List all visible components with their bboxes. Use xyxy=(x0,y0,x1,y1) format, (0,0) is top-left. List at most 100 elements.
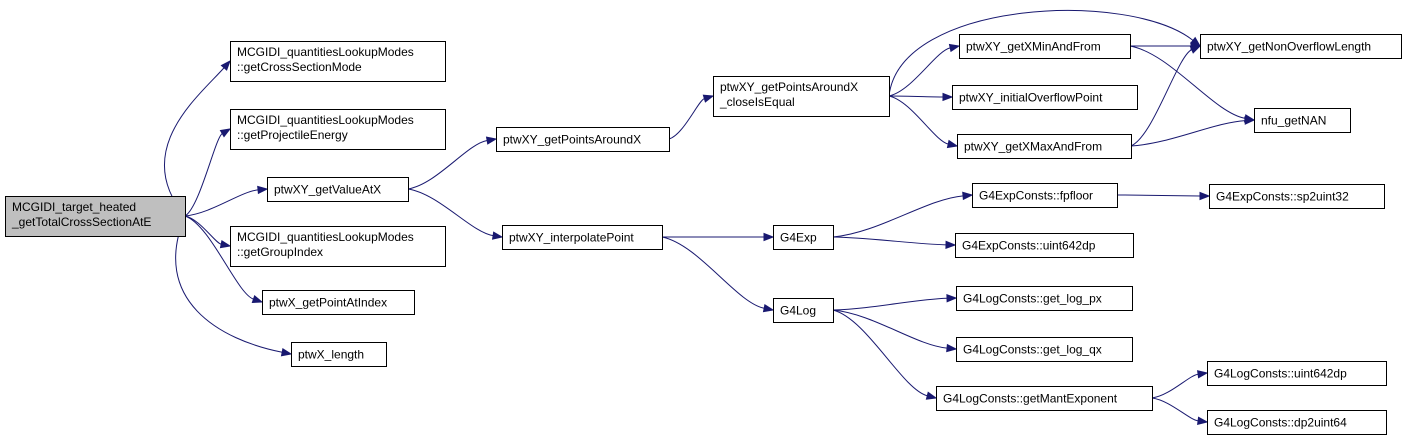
node-box xyxy=(1209,184,1385,209)
node-label: G4LogConsts::dp2uint64 xyxy=(1214,416,1347,430)
arrowhead-icon xyxy=(942,92,954,102)
edge-interpolatepoint-to-g4exp xyxy=(662,232,775,242)
edge-line xyxy=(832,236,947,246)
node-label: G4LogConsts::getMantExponent xyxy=(943,392,1118,406)
node-getnonoverflowlength[interactable]: ptwXY_getNonOverflowLength xyxy=(1200,34,1402,59)
edge-root-to-getprojectileenergy xyxy=(184,128,232,217)
node-getgroupindex[interactable]: MCGIDI_quantitiesLookupModes::getGroupIn… xyxy=(230,226,446,267)
node-label: ptwXY_getNonOverflowLength xyxy=(1207,40,1371,54)
edge-getvalueatx-to-interpolatepoint xyxy=(407,188,504,240)
edge-line xyxy=(163,67,225,217)
edge-line xyxy=(888,47,951,97)
node-label: ptwX_length xyxy=(298,348,364,362)
node-ptwx-length[interactable]: ptwX_length xyxy=(291,342,387,367)
node-box xyxy=(230,41,446,82)
edge-getxmaxandfrom-to-nfu-getnan xyxy=(1130,116,1256,147)
edge-line xyxy=(407,140,488,190)
node-label: G4ExpConsts::uint642dp xyxy=(962,239,1096,253)
arrowhead-icon xyxy=(1197,416,1209,425)
node-getpointsaroundx[interactable]: ptwXY_getPointsAroundX xyxy=(496,127,670,152)
edge-getpointsaroundx-to-closeisequal xyxy=(668,94,715,140)
node-label: _getTotalCrossSectionAtE xyxy=(11,215,151,229)
edge-g4log-to-get-log-px xyxy=(832,294,958,311)
nodes-layer: MCGIDI_target_heated_getTotalCrossSectio… xyxy=(5,34,1402,435)
node-label: G4Exp xyxy=(780,231,817,245)
edge-g4exp-to-exp-uint642dp xyxy=(832,236,957,250)
node-label: MCGIDI_quantitiesLookupModes xyxy=(237,113,414,127)
node-label: MCGIDI_quantitiesLookupModes xyxy=(237,45,414,59)
edge-line xyxy=(661,236,765,309)
node-box xyxy=(773,225,834,250)
node-box xyxy=(230,226,446,267)
node-nfu-getnan[interactable]: nfu_getNAN xyxy=(1254,108,1351,133)
node-getxminandfrom[interactable]: ptwXY_getXMinAndFrom xyxy=(959,34,1131,59)
node-label: ptwXY_interpolatePoint xyxy=(509,231,634,245)
arrowhead-icon xyxy=(220,59,231,71)
edge-line xyxy=(1130,49,1193,147)
edge-closeisequal-to-initialoverflowpoint xyxy=(888,92,954,102)
node-interpolatepoint[interactable]: ptwXY_interpolatePoint xyxy=(502,225,663,250)
arrowhead-icon xyxy=(251,294,264,303)
node-fpfloor[interactable]: G4ExpConsts::fpfloor xyxy=(972,183,1118,208)
node-exp-uint642dp[interactable]: G4ExpConsts::uint642dp xyxy=(955,233,1134,258)
node-label: G4LogConsts::get_log_qx xyxy=(963,343,1102,357)
node-box xyxy=(972,183,1118,208)
node-box xyxy=(952,85,1138,110)
node-label: ::getCrossSectionMode xyxy=(237,60,362,74)
arrowhead-icon xyxy=(219,128,232,138)
arrowhead-icon xyxy=(948,43,961,53)
node-box xyxy=(1207,410,1387,435)
node-label: ptwXY_initialOverflowPoint xyxy=(959,91,1103,105)
edge-root-to-getcrosssectionmode xyxy=(163,59,231,217)
edge-fpfloor-to-sp2uint32 xyxy=(1116,191,1211,201)
node-dp2uint64[interactable]: G4LogConsts::dp2uint64 xyxy=(1207,410,1387,435)
edge-closeisequal-to-getxminandfrom xyxy=(888,43,961,97)
node-getvalueatx[interactable]: ptwXY_getValueAtX xyxy=(267,177,409,202)
edge-line xyxy=(668,98,705,140)
node-get-log-px[interactable]: G4LogConsts::get_log_px xyxy=(956,286,1133,311)
arrowhead-icon xyxy=(1197,370,1209,379)
node-getprojectileenergy[interactable]: MCGIDI_quantitiesLookupModes::getProject… xyxy=(230,109,446,150)
arrowhead-icon xyxy=(219,239,232,249)
edge-line xyxy=(1151,373,1199,399)
node-label: ptwXY_getPointsAroundX xyxy=(720,80,858,94)
node-getcrosssectionmode[interactable]: MCGIDI_quantitiesLookupModes::getCrossSe… xyxy=(230,41,446,82)
node-g4log[interactable]: G4Log xyxy=(773,298,834,323)
node-box xyxy=(496,127,670,152)
edge-g4exp-to-fpfloor xyxy=(832,191,974,238)
node-label: ptwX_getPointAtIndex xyxy=(269,296,387,310)
node-getmantexponent[interactable]: G4LogConsts::getMantExponent xyxy=(936,386,1153,411)
arrowhead-icon xyxy=(1199,191,1211,201)
edge-line xyxy=(1151,397,1199,422)
node-g4exp[interactable]: G4Exp xyxy=(773,225,834,250)
node-sp2uint32[interactable]: G4ExpConsts::sp2uint32 xyxy=(1209,184,1385,209)
node-getpointatindex[interactable]: ptwX_getPointAtIndex xyxy=(262,290,415,315)
edge-root-to-getgroupindex xyxy=(184,215,232,249)
node-label: ::getGroupIndex xyxy=(237,245,323,259)
edge-line xyxy=(1129,45,1246,119)
node-root[interactable]: MCGIDI_target_heated_getTotalCrossSectio… xyxy=(5,196,186,237)
edge-line xyxy=(1116,194,1201,197)
node-label: G4Log xyxy=(780,304,816,318)
arrowhead-icon xyxy=(491,231,504,240)
arrowhead-icon xyxy=(762,303,775,313)
node-label: MCGIDI_target_heated xyxy=(12,200,136,214)
edge-getmantexponent-to-dp2uint64 xyxy=(1151,397,1209,425)
node-box xyxy=(5,196,186,237)
arrowhead-icon xyxy=(925,391,938,400)
node-box xyxy=(1207,361,1387,386)
node-getxmaxandfrom[interactable]: ptwXY_getXMaxAndFrom xyxy=(957,134,1132,159)
node-initialoverflowpoint[interactable]: ptwXY_initialOverflowPoint xyxy=(952,85,1138,110)
node-log-uint642dp[interactable]: G4LogConsts::uint642dp xyxy=(1207,361,1387,386)
node-label: ptwXY_getValueAtX xyxy=(274,183,381,197)
node-closeisequal[interactable]: ptwXY_getPointsAroundX_closeIsEqual xyxy=(713,76,890,117)
edge-root-to-getvalueatx xyxy=(184,185,269,217)
node-box xyxy=(262,290,415,315)
edge-root-to-ptwx-length xyxy=(175,215,293,357)
node-get-log-qx[interactable]: G4LogConsts::get_log_qx xyxy=(956,337,1133,362)
edge-getmantexponent-to-log-uint642dp xyxy=(1151,370,1209,399)
arrowhead-icon xyxy=(280,348,293,357)
node-label: ptwXY_getPointsAroundX xyxy=(503,133,641,147)
node-box xyxy=(956,286,1133,311)
edge-interpolatepoint-to-g4log xyxy=(661,236,775,313)
